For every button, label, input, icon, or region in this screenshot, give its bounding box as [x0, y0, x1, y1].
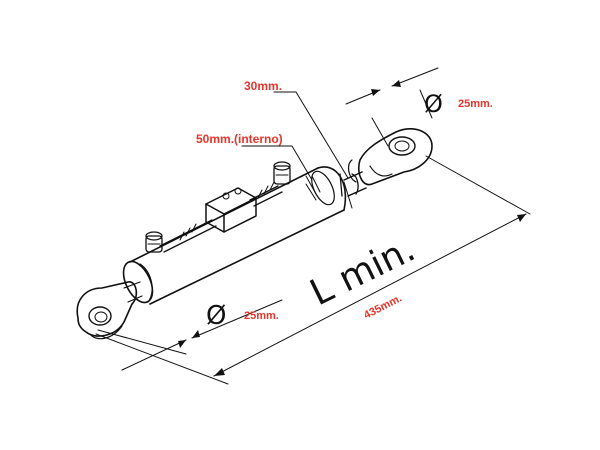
cylinder-barrel — [122, 161, 347, 305]
length-value: 435mm. — [362, 292, 404, 321]
bore-label: 50mm.(interno) — [196, 132, 283, 146]
length-dimension — [95, 155, 531, 385]
bottom-diameter-symbol: Ø — [206, 301, 226, 331]
port-rear — [145, 231, 163, 253]
bore-dimension — [241, 145, 317, 201]
front-eye — [347, 128, 433, 186]
hydraulic-pipe — [159, 181, 283, 253]
port-front — [273, 161, 291, 185]
piston-rod — [339, 171, 367, 197]
top-diameter-symbol: Ø — [424, 90, 443, 118]
bottom-diameter-dimension — [97, 299, 283, 371]
top-diameter-label: 25mm. — [458, 98, 493, 110]
rod-diameter-dimension — [273, 91, 353, 209]
rod-diameter-label: 30mm. — [244, 79, 282, 93]
valve-block — [205, 187, 257, 233]
rear-eye — [76, 281, 143, 340]
length-title: L min. — [304, 229, 422, 314]
bottom-diameter-label: 25mm. — [244, 310, 279, 322]
top-diameter-dimension — [345, 67, 439, 147]
